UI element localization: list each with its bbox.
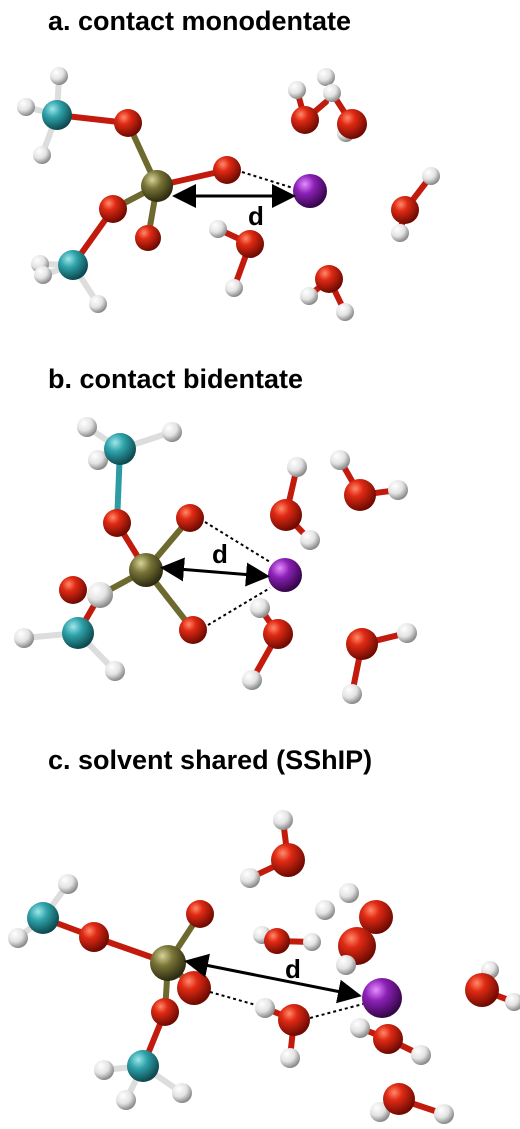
panel-b-distance-label: d	[212, 539, 228, 569]
panel-c-distance-label: d	[285, 954, 301, 984]
panel-b-title: b. contact bidentate	[48, 364, 304, 394]
panel-a-title: a. contact monodentate	[48, 6, 352, 36]
panel-b-molecule-diagram: d	[14, 417, 417, 704]
panel-c-title: c. solvent shared (SShIP)	[48, 745, 373, 775]
panel-c-molecule-diagram: d	[8, 810, 520, 1124]
panel-a-molecule-diagram: d	[17, 67, 440, 321]
panel-a-distance-label: d	[248, 201, 264, 231]
